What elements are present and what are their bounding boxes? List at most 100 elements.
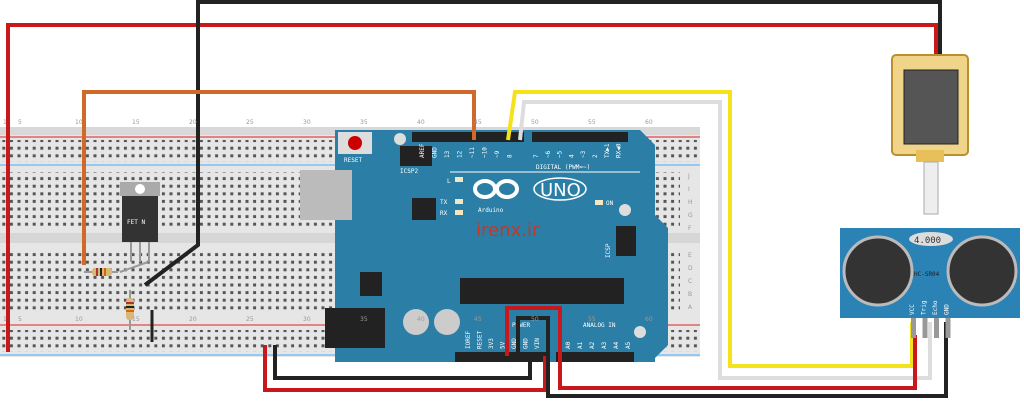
breadboard-column-numbers: 1155101015152020252530303535404045455050… [3, 119, 653, 323]
digital-pin-label: 8 [507, 154, 514, 158]
led-l-label: L [447, 178, 451, 185]
digital-pin-label: GND [432, 147, 439, 158]
icsp2-header [400, 146, 432, 166]
column-number: 20 [189, 316, 197, 323]
column-number: 15 [132, 316, 140, 323]
digital-pin-label: ~11 [469, 147, 476, 158]
column-number: 25 [246, 119, 254, 126]
column-number: 30 [303, 316, 311, 323]
led-tx-label: TX [440, 199, 448, 206]
column-number: 40 [417, 316, 425, 323]
row-letter: A [688, 304, 693, 311]
icsp-label: ICSP [605, 243, 612, 258]
capacitor [434, 309, 460, 335]
digital-pin-label: 13 [444, 150, 451, 158]
sensor-pin [945, 318, 951, 338]
power-jack [325, 308, 385, 348]
regulator [360, 272, 382, 296]
mosfet-label: FET N [127, 219, 145, 226]
digital-pin-label: ~3 [580, 150, 587, 158]
reset-label: RESET [344, 157, 362, 164]
wire-black-solenoid [143, 0, 942, 287]
digital-pin-label: ~10 [482, 147, 489, 158]
wire-red-5v [505, 306, 917, 390]
digital-pin-label: 4 [568, 154, 575, 158]
chip [412, 198, 436, 220]
digital-pin-label: TX▶1 [604, 143, 611, 158]
watermark: irenx.ir [476, 220, 540, 241]
column-number: 30 [303, 119, 311, 126]
solenoid [891, 54, 969, 215]
column-number: 35 [360, 119, 368, 126]
column-number: 15 [132, 119, 140, 126]
icsp-header [616, 226, 636, 256]
digital-pin-label: ~5 [557, 150, 564, 158]
sensor-pin-label: VCC [909, 304, 916, 315]
wire-white-echo [518, 100, 932, 380]
power-pin-label: 3V3 [488, 338, 495, 349]
analog-pin-label: A3 [601, 341, 608, 349]
arduino-logo [473, 179, 519, 199]
brand-label: Arduino [478, 207, 504, 214]
digital-pin-label: AREF [419, 143, 426, 158]
sensor-display: 4.000 [914, 236, 941, 246]
column-number: 60 [645, 316, 653, 323]
power-label: POWER [512, 322, 530, 329]
row-letter: I [688, 186, 690, 193]
digital-pin-label: 7 [533, 154, 540, 158]
row-letter: G [688, 212, 693, 219]
column-number: 10 [75, 316, 83, 323]
digital-header-right [532, 132, 628, 142]
resistor [84, 268, 118, 276]
column-number: 25 [246, 316, 254, 323]
digital-header-left [412, 132, 524, 142]
column-number: 60 [645, 119, 653, 126]
digital-label: DIGITAL (PWM=~) [536, 164, 590, 171]
sensor-pin [934, 318, 939, 338]
row-letter: H [688, 199, 693, 206]
digital-pin-label: ~9 [494, 150, 501, 158]
column-number: 45 [474, 316, 482, 323]
column-number: 40 [417, 119, 425, 126]
column-number: 10 [75, 119, 83, 126]
analog-pin-label: A1 [577, 341, 584, 349]
power-header [455, 352, 550, 362]
sensor-model: HC-SR04 [914, 271, 940, 278]
column-number: 5 [18, 316, 22, 323]
resistor [126, 290, 134, 330]
digital-pin-label: RX◀0 [616, 143, 623, 158]
wire-yellow-trig [506, 90, 914, 368]
capacitor [403, 309, 429, 335]
digital-pin-label: 12 [457, 150, 464, 158]
wire-black-gnd [273, 345, 532, 380]
row-letter: B [688, 291, 692, 298]
column-number: 55 [588, 316, 596, 323]
row-letter: F [688, 225, 692, 232]
icsp2-label: ICSP2 [400, 168, 418, 175]
power-pin-label: GND [523, 338, 530, 349]
column-number: 1 [3, 119, 7, 126]
column-number: 45 [474, 119, 482, 126]
wire-orange-pin12 [82, 90, 476, 265]
power-pin-label: 5V [500, 341, 507, 349]
wire-red-vin [263, 345, 547, 392]
model-label: UNO [540, 180, 581, 201]
column-number: 20 [189, 119, 197, 126]
analog-label: ANALOG IN [583, 322, 616, 329]
column-number: 5 [18, 119, 22, 126]
column-number: 50 [531, 119, 539, 126]
wire-red-solenoid [6, 23, 938, 352]
sensor-pin-label: Echo [932, 300, 939, 315]
row-letter: D [688, 265, 693, 272]
analog-pin-label: A2 [589, 341, 596, 349]
atmega-chip [460, 278, 624, 304]
row-letter: C [688, 278, 692, 285]
column-number: 55 [588, 119, 596, 126]
row-letter: J [687, 173, 690, 180]
sensor-pin-label: GND [944, 304, 951, 315]
wires [6, 0, 948, 398]
